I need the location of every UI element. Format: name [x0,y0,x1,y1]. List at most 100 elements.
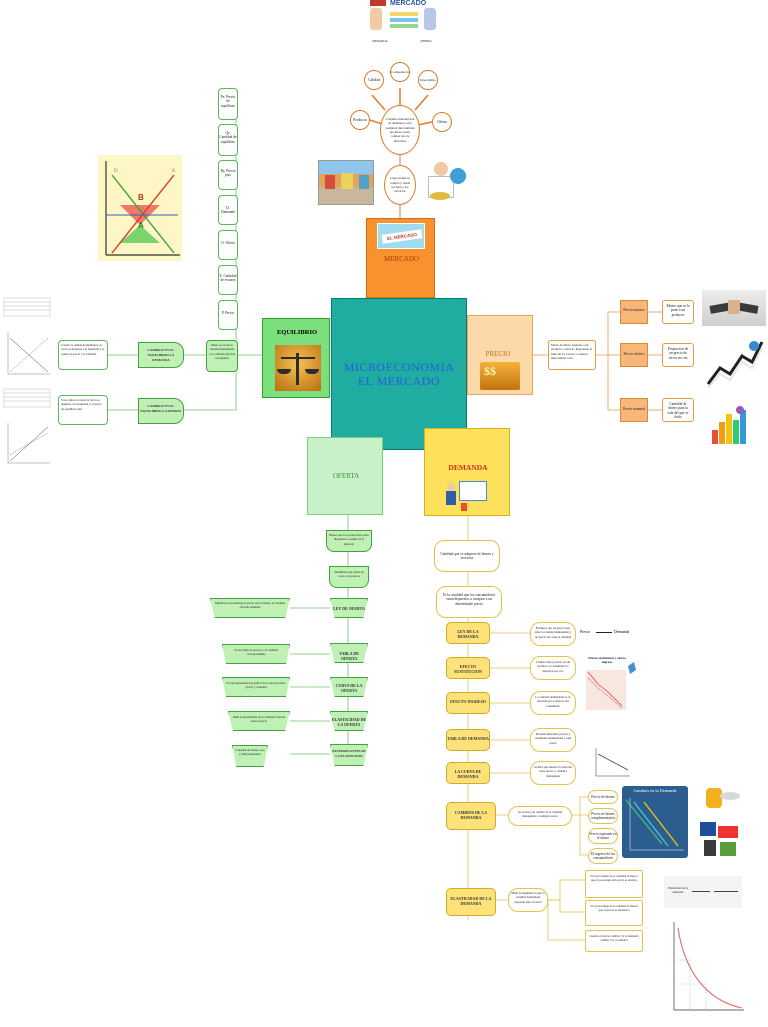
note-precio-equilibrio: Pe. Precio de equilibrio [218,88,238,120]
mercado-top-title: MERCADO [390,0,427,7]
sustitucion-ingreso-chart: Efecto sustitucion y efecto ingreso [584,656,636,712]
legend-demanda: DEMANDA [372,39,388,43]
precio-desc-relativo: Proporcion de un precio de otro/a en con [662,343,694,367]
scale-balance-icon [275,345,321,391]
note-cantidad-escasez: E. Cantidad de escasez [218,265,238,295]
cambio-equilibrio-oferta: CAMBIOS EN EL EQUILIBRIO LA OFERTA [138,398,184,424]
rising-chart-image [706,338,764,390]
ingreso-desc: La cantidad demandada se ve afectada por… [530,691,576,715]
elasticity-formula: Elasticidad de la demanda [664,876,742,908]
precio-tag-relativo: Precio relativo [620,343,648,367]
oferta-left-3: Es una representacion grafica de la rela… [222,677,290,697]
elasticidad-elastica: Si el porcentaje de la cantidad es mayor… [585,870,643,898]
handshake-image [702,290,766,326]
demanda-box[interactable]: DEMANDA [424,428,510,516]
mercado-label: MERCADO [383,255,419,263]
efecto-ingreso: EFECTO INGRESO [446,692,490,714]
note-precio: P. Precio [218,300,238,330]
ley-demanda-desc: Establece que un precio bajo sube la can… [530,622,576,646]
mercado-desc-1: Conjunto mundial don de demanda y ofer c… [380,105,420,155]
presenter-board-icon [445,479,491,513]
elasticidad-unitaria: Cuando el precio cambia 1% la demanda ca… [585,930,643,952]
node-oferta: Oferta [432,112,452,132]
precio-tag-unitario: Precio unitario [620,300,648,324]
demand-table-graph [2,288,54,378]
supply-table-graph [2,385,54,475]
efecto-sustitucion: EFECTO SUSTITUCION [446,657,490,679]
curva-demanda-desc: Grafica que muestra la relacion entre pr… [530,761,576,785]
cambios-ingreso: El ingreso de los consumidores [588,848,618,864]
cambio-demanda-desc: Cuando la demanda disminuye, la curva se… [58,340,108,370]
cambios-complementarios: Precio de bienes complementarios [588,808,618,824]
oferta-left-4: Mide la sensibilidad de la cantidad ofre… [228,711,290,731]
elasticity-curve-graph [660,918,746,1022]
ley-de-la-demanda: LEY DE LA DEMANDA [446,622,490,644]
sustitucion-desc: Cuando sube el precio de un producto el … [530,656,576,680]
supply-demand-graph: S D B A [98,155,182,261]
cambios-demanda-graph: Cambios en la Demanda [622,786,688,858]
precio-demanda-arrow: Precio Demanda [576,626,636,640]
determinantes-elasticidad: DETERMINANTES DE LA ELASTICIDAD [330,744,368,766]
precio-desc-unitario: Monto que se le pone a un producto [662,300,694,324]
elasticidad-oferta: ELASTICIDAD DE LA OFERTA [330,711,368,731]
precio-tag-nominal: Precio nominal [620,398,648,422]
equilibrio-box[interactable]: EQUILIBRIO [262,318,330,398]
businessman-globe-image [426,162,468,204]
market-street-image [318,160,374,205]
legend-oferta: OFERTA [420,39,432,43]
mercado-desc-2: Lugar donde se compra y vende los bien y… [384,165,416,205]
demand-curve-small [592,740,632,780]
mercado-top-illustration: MERCADO DEMANDA OFERTA [370,0,438,46]
note-precio-piso: Pp. Precio piso [218,160,238,190]
oferta-left-1: Mientras se incrementa el precio de los … [210,598,290,618]
ley-de-oferta: LEY DE OFERTA [330,598,368,618]
note-cantidad-equilibrio: Qe. Cantidad de equilibrio [218,124,238,156]
demanda-label: DEMANDA [448,463,488,472]
cambio-oferta-desc: Si se reduce la oferta la curva se despl… [58,395,108,425]
mercado-banner: EL MERCADO [377,223,425,249]
center-title-line-2: EL MERCADO [357,374,441,388]
demanda-intro-1: Cantidad que se adquiere de bienes y ser… [434,540,500,572]
graph-label-d: D [114,169,118,174]
cambios-graph-title: Cambios en la Demanda [633,788,677,793]
node-calidad: Calidad [364,70,384,90]
precio-desc-nominal: Cantidad de dinero para la sola del que … [662,398,694,422]
elasticidad-demanda-desc: Mide la magnitud en que la cantidad dema… [508,888,548,912]
curva-de-demanda: LA CURVA DE DEMANDA [446,762,490,784]
oferta-def-2: Manifiesta que existe un costo a los pre… [329,566,369,588]
precio-label: PRECIO [485,350,511,358]
elasticidad-inelastica: Si el porcentaje de la cantidad es menor… [585,900,643,926]
note-demanda: D. Demanda [218,195,238,225]
equilibrio-definition: Punto en el que la cantidad demandada y … [206,340,238,372]
cambios-demanda-desc: Se produce un cambio de la cantidad dema… [508,806,572,826]
honey-jar-image [702,778,740,812]
arrow-precio-label: Precio [580,629,591,634]
graph-label-b: B [138,193,144,202]
elasticidad-demanda: ELASTICIDAD DE LA DEMANDA [446,888,496,916]
demanda-intro-2: Es la cantidad que los consumidores esta… [436,586,502,618]
tabla-demanda-desc: Presenta diferentes precios y cantidades… [530,728,576,752]
tabla-de-oferta: TABLA DE OFERTA [330,643,368,663]
cambios-precio-futuro: Precio esperado en el futuro [588,828,618,844]
oferta-box[interactable]: OFERTA [307,437,383,515]
oferta-def-1: Bienes que los productores estan dispues… [326,530,372,552]
products-image [700,822,740,858]
oferta-left-2: Se usa tabla de precios y la cantidad co… [222,644,290,664]
equilibrio-label: EQUILIBRIO [276,329,318,336]
node-competencia: Competencia [390,62,410,82]
curva-de-oferta: CURVA DE LA OFERTA [330,677,368,697]
precio-box[interactable]: PRECIO $$ [467,315,533,395]
cambios-de-demanda: CAMBIOS DE LA DEMANDA [446,802,496,830]
graph-label-a: A [138,221,144,230]
coins-dollar-icon: $$ [480,362,520,390]
graph-label-s: S [172,169,175,174]
oferta-left-5: Cantidad de tiempo, uso y almacenamiento [232,745,268,767]
arrow-demanda-label: Demanda [614,629,630,634]
center-title-line-1: MICROECONOMIA [343,360,455,374]
oferta-label: OFERTA [332,472,360,480]
sustitucion-chart-title: Efecto sustitucion y efecto ingreso [588,656,626,665]
bar-chart-image [710,402,750,446]
mercado-box[interactable]: EL MERCADO MERCADO [366,218,435,298]
